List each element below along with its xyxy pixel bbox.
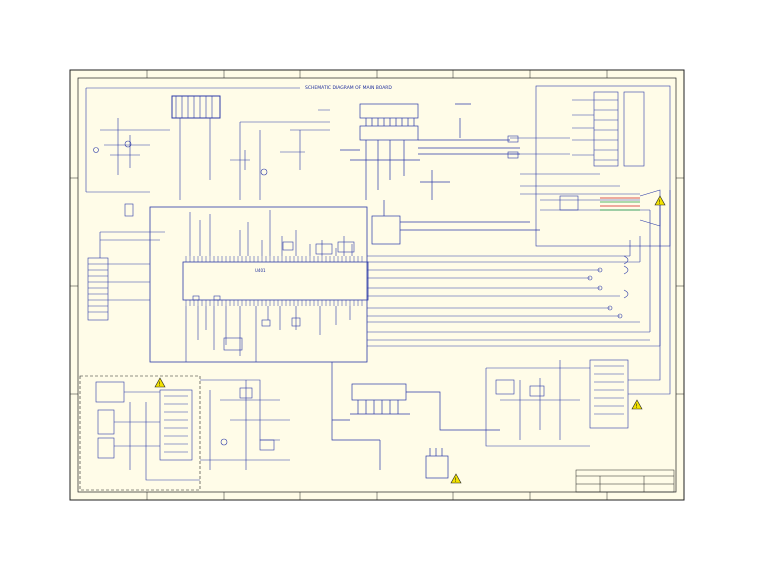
svg-text:!: ! <box>455 477 457 484</box>
warning-icon: ! <box>154 377 166 388</box>
left-connector <box>87 231 165 321</box>
svg-text:!: ! <box>159 381 161 388</box>
title-block <box>575 469 675 493</box>
tuner-input-section <box>85 87 330 217</box>
signal-highlight-lines <box>600 197 640 211</box>
output-section <box>485 190 671 447</box>
power-module-block <box>79 375 201 491</box>
svg-text:!: ! <box>659 199 661 206</box>
warning-icon: ! <box>654 195 666 206</box>
warning-icon: ! <box>631 399 643 410</box>
main-ic-block: U401 <box>149 206 369 363</box>
sheet-title: SCHEMATIC DIAGRAM OF MAIN BOARD <box>305 85 392 91</box>
svg-text:!: ! <box>636 403 638 410</box>
lower-middle-section <box>200 379 290 470</box>
sheet-border <box>69 69 685 501</box>
zone-ticks <box>70 70 684 500</box>
right-connector-section <box>507 85 671 247</box>
signal-bus <box>367 200 661 347</box>
svg-text:U401: U401 <box>255 268 266 273</box>
audio-ic-block <box>331 362 500 479</box>
warning-icon: ! <box>450 473 462 484</box>
tuner-ic-block <box>340 103 540 245</box>
